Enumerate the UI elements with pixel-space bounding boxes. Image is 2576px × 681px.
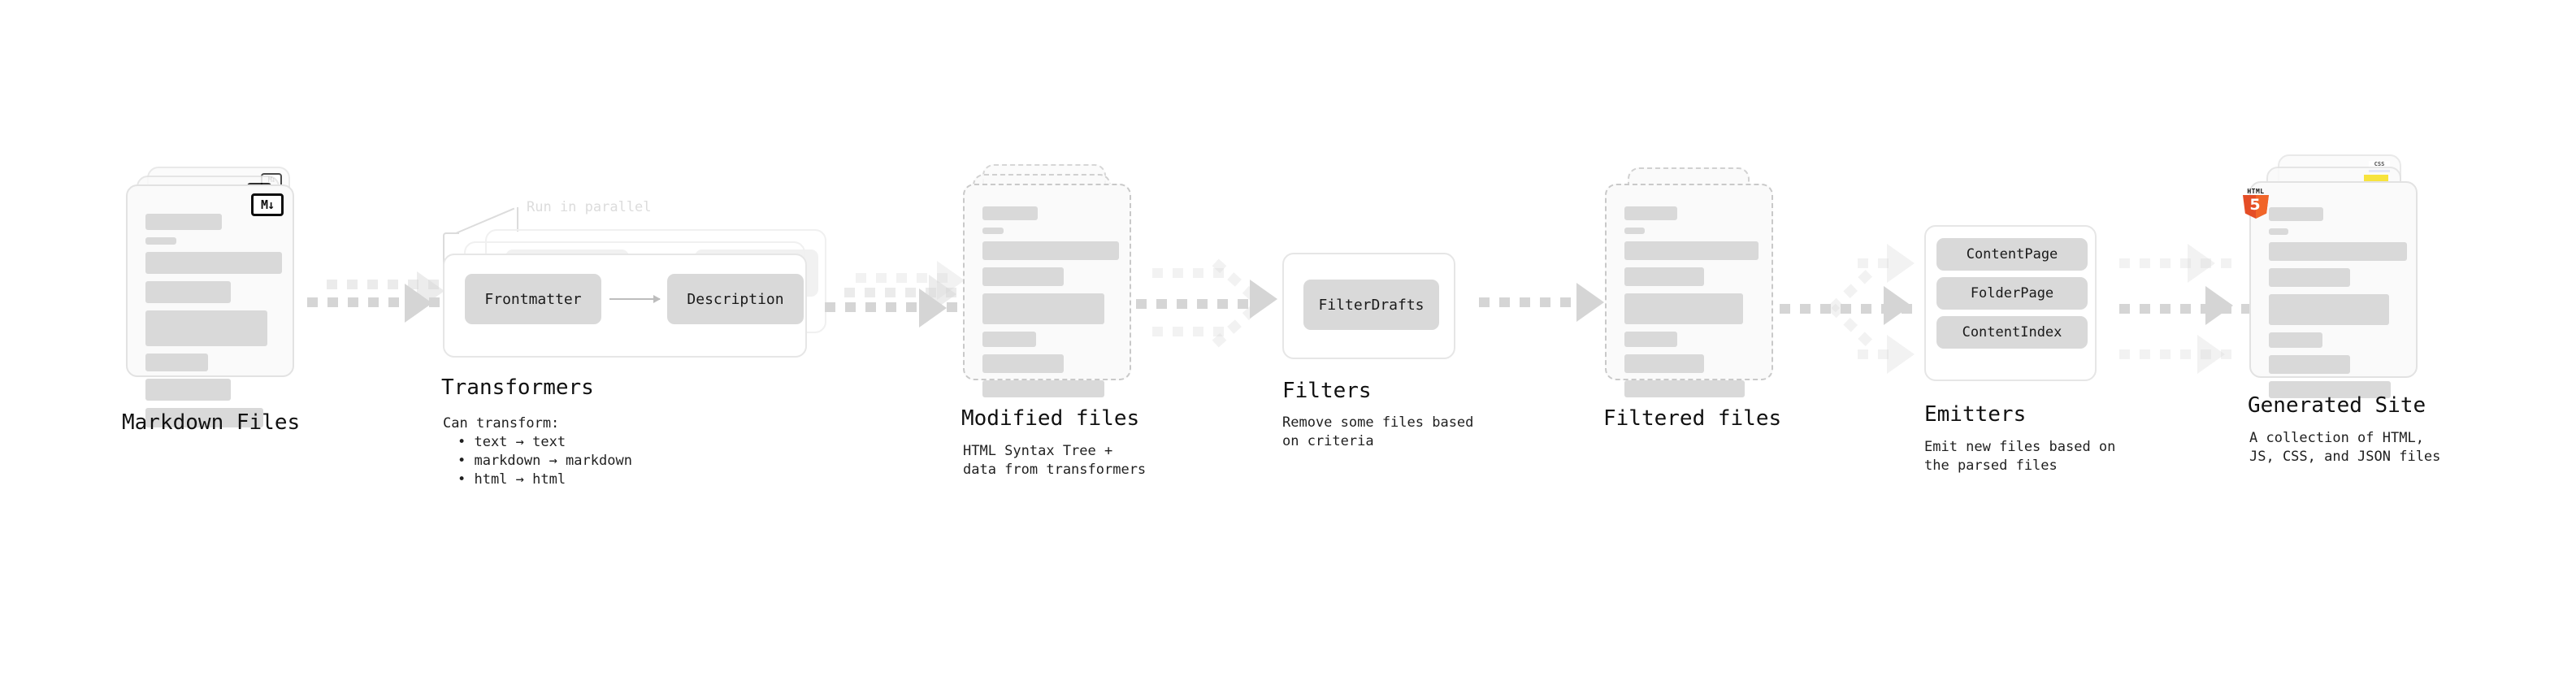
- emitters-box: ContentPage FolderPage ContentIndex: [1924, 225, 2097, 381]
- file-skeleton: [145, 214, 282, 435]
- arrow-head: [1576, 283, 1604, 322]
- arrow-head-center: [2205, 286, 2233, 325]
- modified-file-front: [963, 184, 1131, 397]
- arrow-dots-bottom: [1152, 327, 1234, 336]
- arrow-head: [405, 284, 432, 323]
- page-title: Transformers: [441, 375, 594, 400]
- file-skeleton: [1624, 206, 1759, 405]
- generated-file-html: HTML 5: [2243, 181, 2418, 398]
- transformers-bullet-2: • markdown → markdown: [458, 453, 632, 469]
- transformer-chip-frontmatter[interactable]: Frontmatter: [465, 274, 601, 324]
- html5-icon: HTML 5: [2242, 188, 2270, 219]
- markdown-files-group: M↓ M↓ M↓ Markdown Files: [122, 167, 301, 435]
- file-skeleton: [2269, 207, 2407, 406]
- modified-files-group: Modified files HTML Syntax Tree + data f…: [961, 164, 1146, 478]
- filtered-files-group: Filtered files: [1603, 164, 1781, 431]
- arrow-head: [919, 288, 947, 327]
- arrow-head-bottom: [1887, 335, 1915, 374]
- arrow-head-top: [1887, 244, 1915, 283]
- page-title: Filters: [1282, 379, 1372, 403]
- generated-site-subtitle: A collection of HTML, JS, CSS, and JSON …: [2249, 430, 2441, 465]
- transformers-bullet-3: • html → html: [458, 471, 566, 488]
- filtered-file-front: [1605, 184, 1773, 397]
- file-skeleton: [982, 206, 1119, 405]
- html5-icon-label: HTML: [2247, 188, 2265, 195]
- page-title: Modified files: [961, 406, 1140, 431]
- page-title: Filtered files: [1603, 406, 1782, 431]
- arrow-dots: [856, 273, 957, 283]
- modified-files-subtitle: HTML Syntax Tree + data from transformer…: [963, 443, 1147, 478]
- arrow-dots-top: [2119, 258, 2241, 268]
- arrow-dots-center: [2119, 304, 2262, 314]
- html5-icon-digit: 5: [2249, 196, 2261, 214]
- emitter-chip-contentpage[interactable]: ContentPage: [1936, 238, 2088, 271]
- markdown-icon: M↓: [251, 193, 284, 216]
- modified-files-stack: [963, 164, 1138, 397]
- transformers-subtitle: Can transform:: [443, 415, 560, 432]
- page-title: Generated Site: [2248, 393, 2426, 418]
- parallel-bracket: [443, 232, 459, 270]
- arrow-head-center: [1884, 286, 1911, 325]
- generated-site-stack: CSS HTML 5: [2243, 154, 2436, 398]
- page-title: Emitters: [1924, 402, 2027, 427]
- transformer-connector: [609, 295, 661, 303]
- markdown-files-stack: M↓ M↓ M↓: [126, 167, 301, 427]
- arrow-head-top: [2188, 244, 2215, 283]
- parallel-bracket-tick: [517, 207, 518, 232]
- arrow-head-bottom: [2197, 335, 2225, 374]
- arrow-dots-top: [1858, 258, 1898, 268]
- arrow-dots-bottom: [1858, 349, 1898, 359]
- arrow-head: [1250, 280, 1277, 319]
- emitters-subtitle: Emit new files based on the parsed files: [1924, 439, 2116, 474]
- markdown-file-front: M↓: [126, 184, 294, 427]
- arrow-dots-center: [1136, 299, 1258, 309]
- arrow-dots-bottom: [2119, 349, 2241, 359]
- generated-site-group: CSS HTML 5: [2243, 154, 2440, 465]
- transformer-chip-description[interactable]: Description: [667, 274, 804, 324]
- transformers-bullet-1: • text → text: [458, 434, 566, 450]
- filtered-files-stack: [1605, 164, 1780, 397]
- transformer-layer-1: Frontmatter Description: [443, 254, 807, 358]
- filter-chip-filterdrafts[interactable]: FilterDrafts: [1303, 280, 1439, 330]
- arrow-dots-top: [1152, 268, 1234, 278]
- emitter-chip-contentindex[interactable]: ContentIndex: [1936, 316, 2088, 349]
- filters-box: FilterDrafts: [1282, 253, 1455, 359]
- run-in-parallel-label: Run in parallel: [527, 199, 652, 215]
- page-title: Markdown Files: [122, 410, 301, 435]
- emitter-chip-folderpage[interactable]: FolderPage: [1936, 277, 2088, 310]
- filters-subtitle: Remove some files based on criteria: [1282, 414, 1474, 449]
